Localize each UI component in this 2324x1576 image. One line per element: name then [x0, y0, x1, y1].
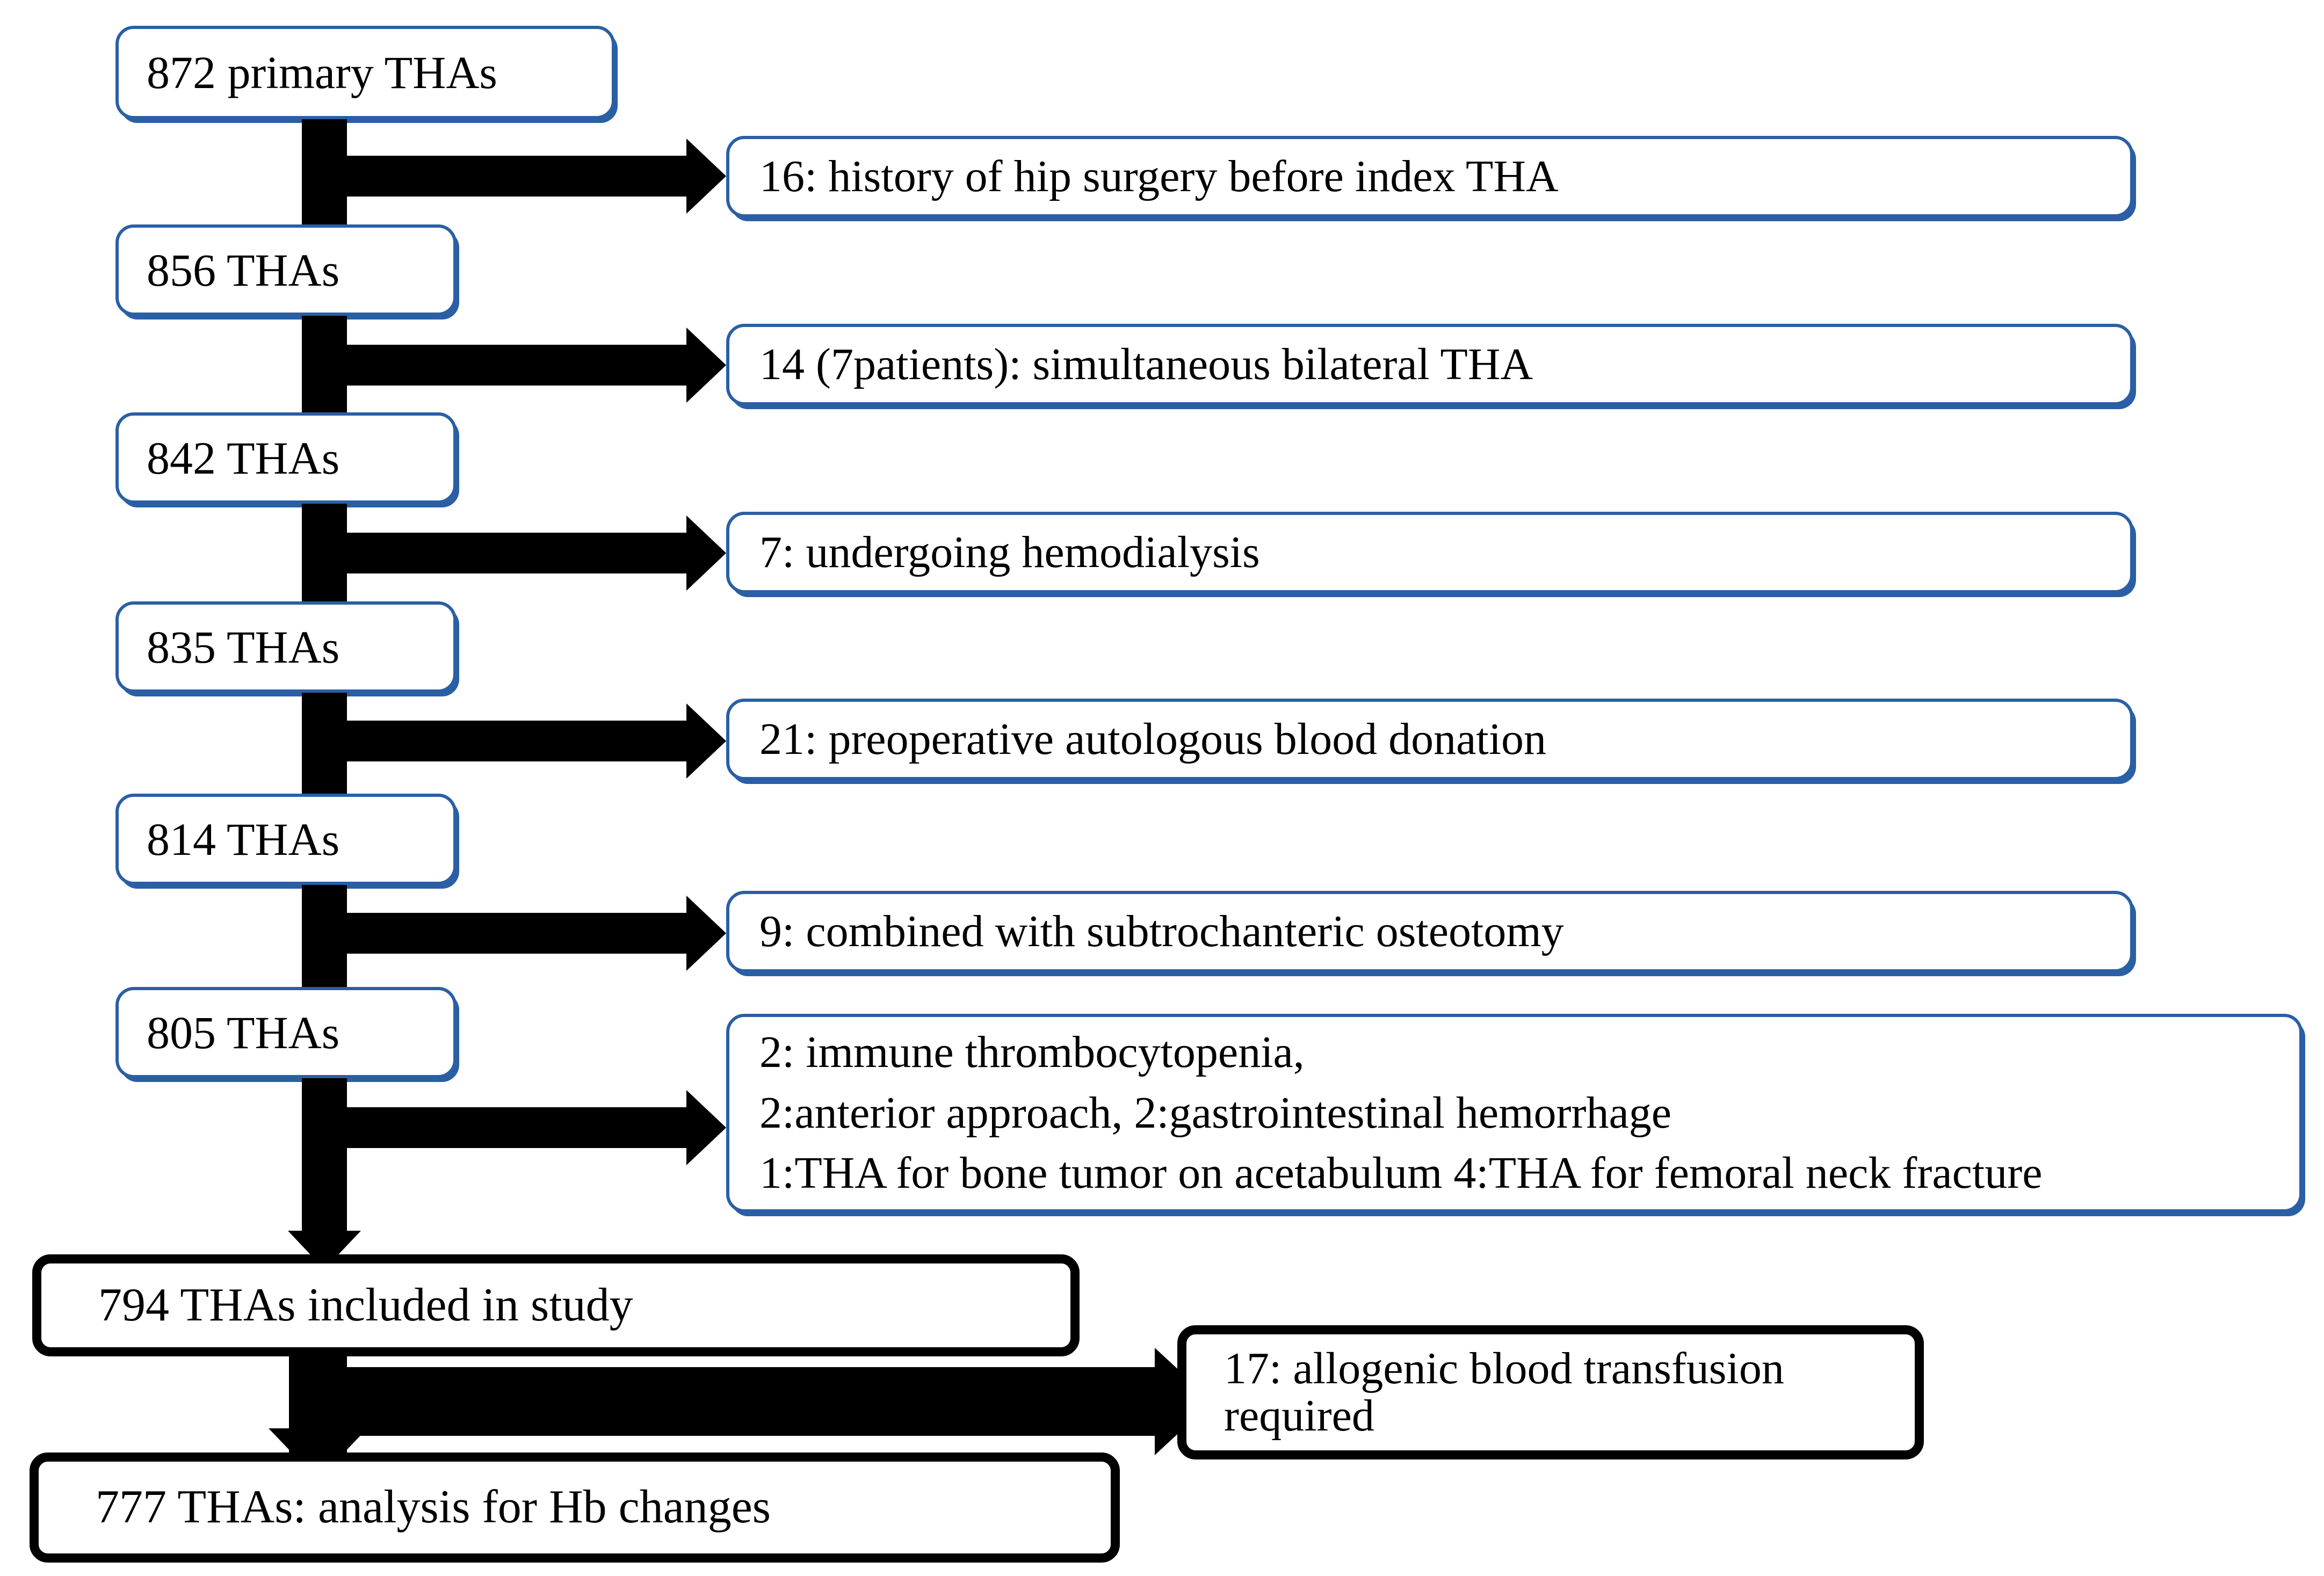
final-box-included: 794 THAs included in study — [32, 1254, 1080, 1356]
final-box-analysis: 777 THAs: analysis for Hb changes — [30, 1452, 1120, 1563]
final-exclusion-box-label: 17: allogenic blood transfusion required — [1224, 1343, 1784, 1441]
flow-box-872-label: 872 primary THAs — [147, 46, 497, 98]
exclusion-box-3-label: 7: undergoing hemodialysis — [759, 527, 1260, 577]
flow-box-872: 872 primary THAs — [115, 26, 615, 119]
arrow-head-842-ex3 — [686, 515, 726, 591]
exclusion-box-4: 21: preoperative autologous blood donati… — [726, 699, 2133, 780]
exclusion-box-6: 2: immune thrombocytopenia, 2:anterior a… — [726, 1014, 2303, 1212]
exclusion-box-5: 9: combined with subtrochanteric osteoto… — [726, 891, 2133, 972]
arrow-head-814-ex5 — [686, 896, 726, 971]
flow-box-805-label: 805 THAs — [147, 1006, 340, 1058]
exclusion-box-1-label: 16: history of hip surgery before index … — [759, 151, 1559, 201]
exclusion-box-5-label: 9: combined with subtrochanteric osteoto… — [759, 906, 1564, 956]
arrow-stem-794-ex7 — [347, 1367, 1163, 1436]
exclusion-box-4-label: 21: preoperative autologous blood donati… — [759, 714, 1547, 764]
flow-box-842-label: 842 THAs — [147, 432, 340, 484]
flow-box-835-label: 835 THAs — [147, 621, 340, 673]
arrow-stem-856-ex2 — [347, 345, 686, 386]
exclusion-box-1: 16: history of hip surgery before index … — [726, 136, 2133, 217]
exclusion-box-2: 14 (7patients): simultaneous bilateral T… — [726, 324, 2133, 405]
exclusion-box-2-label: 14 (7patients): simultaneous bilateral T… — [759, 339, 1533, 389]
final-box-analysis-label: 777 THAs: analysis for Hb changes — [96, 1481, 771, 1534]
flow-box-814-label: 814 THAs — [147, 813, 340, 865]
final-box-included-label: 794 THAs included in study — [98, 1279, 633, 1331]
arrow-stem-835-ex4 — [347, 721, 686, 761]
arrow-head-856-ex2 — [686, 328, 726, 403]
arrow-stem-872-ex1 — [347, 156, 686, 197]
exclusion-box-6-label: 2: immune thrombocytopenia, 2:anterior a… — [759, 1027, 2043, 1199]
arrow-stem-842-ex3 — [347, 533, 686, 573]
flow-box-856-label: 856 THAs — [147, 244, 340, 296]
flow-box-835: 835 THAs — [115, 601, 457, 693]
flow-box-842: 842 THAs — [115, 412, 457, 504]
arrow-stem-814-ex5 — [347, 913, 686, 954]
arrow-head-872-ex1 — [686, 139, 726, 214]
arrow-stem-805-794 — [302, 1078, 347, 1234]
arrow-head-835-ex4 — [686, 703, 726, 779]
flow-box-805: 805 THAs — [115, 987, 457, 1078]
final-exclusion-box: 17: allogenic blood transfusion required — [1177, 1325, 1924, 1459]
flow-box-856: 856 THAs — [115, 224, 457, 316]
arrow-head-805-ex6 — [686, 1090, 726, 1165]
exclusion-box-3: 7: undergoing hemodialysis — [726, 512, 2133, 593]
flow-box-814: 814 THAs — [115, 794, 457, 885]
arrow-stem-805-ex6 — [347, 1107, 686, 1148]
